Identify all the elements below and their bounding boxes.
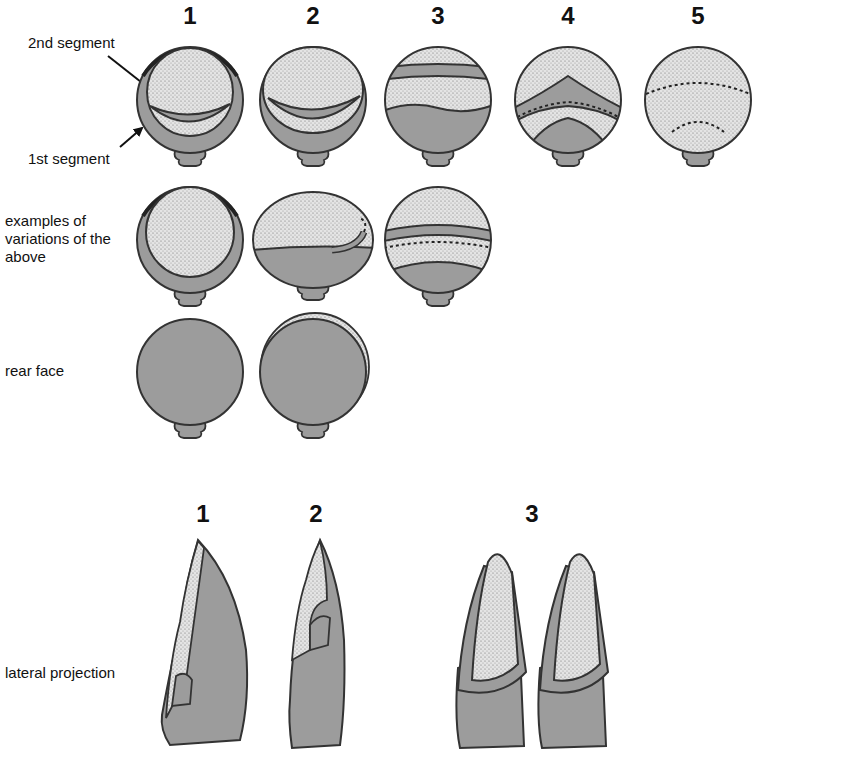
column-number: 1 xyxy=(196,500,209,529)
row-label: lateral projection xyxy=(5,664,115,682)
part-label: 2nd segment xyxy=(28,34,115,52)
row-label: rear face xyxy=(5,362,64,380)
column-number: 3 xyxy=(431,2,444,31)
column-number: 2 xyxy=(306,2,319,31)
column-number: 5 xyxy=(691,2,704,31)
row-label: examples of variations of the above xyxy=(5,212,127,266)
part-label: 1st segment xyxy=(28,150,110,168)
column-number: 1 xyxy=(183,2,196,31)
column-number: 4 xyxy=(561,2,574,31)
column-number: 3 xyxy=(525,500,538,529)
column-number: 2 xyxy=(309,500,322,529)
